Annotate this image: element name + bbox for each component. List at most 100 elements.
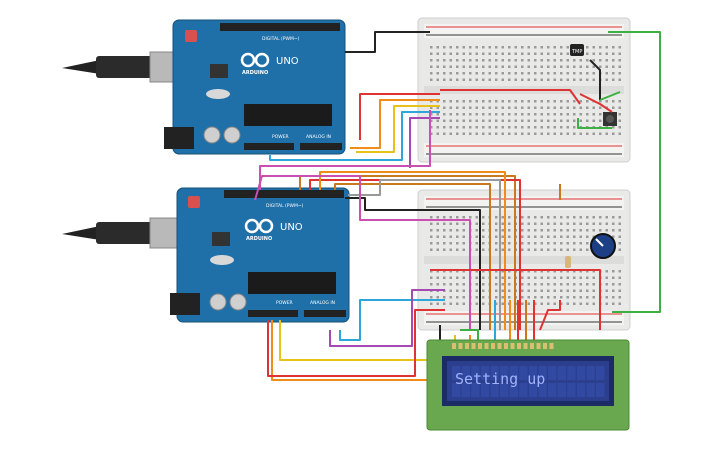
breadboard-hole xyxy=(462,222,465,225)
breadboard-hole xyxy=(618,296,621,299)
breadboard-hole xyxy=(573,296,576,299)
breadboard-hole xyxy=(508,270,511,273)
breadboard-hole xyxy=(579,270,582,273)
breadboard-hole xyxy=(482,229,485,232)
breadboard-hole xyxy=(462,65,465,68)
digital-label: DIGITAL (PWM~) xyxy=(262,36,300,42)
breadboard-hole xyxy=(540,65,543,68)
breadboard-hole xyxy=(430,119,433,122)
lcd-cell xyxy=(490,366,499,380)
breadboard-hole xyxy=(618,100,621,103)
breadboard-hole xyxy=(560,216,563,219)
breadboard-hole xyxy=(482,289,485,292)
breadboard-hole xyxy=(579,296,582,299)
breadboard-hole xyxy=(436,132,439,135)
breadboard-hole xyxy=(430,46,433,49)
breadboard-hole xyxy=(612,72,615,75)
breadboard-hole xyxy=(592,46,595,49)
analog-label: ANALOG IN xyxy=(310,300,335,306)
tmp-label: TMP xyxy=(571,49,582,55)
breadboard-hole xyxy=(560,235,563,238)
breadboard-hole xyxy=(449,126,452,129)
breadboard-hole xyxy=(540,296,543,299)
breadboard-hole xyxy=(449,52,452,55)
lcd-cell xyxy=(548,383,557,397)
breadboard-hole xyxy=(579,100,582,103)
lcd-cell xyxy=(500,383,509,397)
lcd-pin xyxy=(465,343,469,349)
breadboard-hole xyxy=(449,242,452,245)
breadboard-hole xyxy=(560,276,563,279)
breadboard-hole xyxy=(488,65,491,68)
lcd-cell xyxy=(528,366,538,380)
breadboard-hole xyxy=(508,222,511,225)
potentiometer[interactable] xyxy=(590,233,616,259)
breadboard-hole xyxy=(560,302,563,305)
breadboard-hole xyxy=(547,113,550,116)
lcd-pin xyxy=(510,343,515,349)
breadboard-hole xyxy=(566,100,569,103)
breadboard-hole xyxy=(527,283,530,286)
breadboard-hole xyxy=(501,52,504,55)
tmp-sensor[interactable]: TMP xyxy=(570,44,584,56)
breadboard-hole xyxy=(488,78,491,81)
breadboard-hole xyxy=(573,302,576,305)
breadboard-hole xyxy=(566,222,569,225)
breadboard-hole xyxy=(573,113,576,116)
breadboard-hole xyxy=(521,46,524,49)
breadboard-hole xyxy=(547,248,550,251)
breadboard-hole xyxy=(560,229,563,232)
breadboard-hole xyxy=(508,289,511,292)
breadboard-hole xyxy=(521,78,524,81)
breadboard-hole xyxy=(508,106,511,109)
breadboard-hole xyxy=(430,106,433,109)
breadboard-hole xyxy=(449,289,452,292)
breadboard-hole xyxy=(592,78,595,81)
breadboard-hole xyxy=(553,119,556,122)
lcd-cell xyxy=(586,383,595,397)
lcd-cell xyxy=(538,366,547,380)
breadboard-hole xyxy=(514,106,517,109)
breadboard-hole xyxy=(592,229,595,232)
breadboard-hole xyxy=(449,235,452,238)
breadboard-hole xyxy=(430,216,433,219)
breadboard-hole xyxy=(534,113,537,116)
breadboard-hole xyxy=(553,242,556,245)
breadboard-hole xyxy=(501,46,504,49)
resistor[interactable] xyxy=(565,256,571,268)
breadboard-hole xyxy=(501,106,504,109)
breadboard-hole xyxy=(560,289,563,292)
breadboard-hole xyxy=(501,289,504,292)
breadboard-hole xyxy=(527,72,530,75)
arduino-uno-bottom[interactable]: UNO ARDUINO DIGITAL (PWM~) POWER ANALOG … xyxy=(62,187,350,323)
breadboard-hole xyxy=(534,302,537,305)
lcd-16x2[interactable]: Setting up xyxy=(426,339,630,431)
breadboard-hole xyxy=(488,52,491,55)
breadboard-hole xyxy=(521,132,524,135)
breadboard-hole xyxy=(475,276,478,279)
breadboard-hole xyxy=(475,132,478,135)
breadboard-hole xyxy=(430,229,433,232)
lcd-cell xyxy=(452,366,461,380)
lcd-cell xyxy=(576,366,586,380)
breadboard-hole xyxy=(579,283,582,286)
breadboard-hole xyxy=(456,119,459,122)
breadboard-hole xyxy=(430,113,433,116)
breadboard-hole xyxy=(540,283,543,286)
arduino-model: UNO xyxy=(276,56,299,67)
breadboard-hole xyxy=(586,216,589,219)
breadboard-hole xyxy=(540,100,543,103)
breadboard-hole xyxy=(456,132,459,135)
lcd-pin xyxy=(549,343,554,349)
breadboard-hole xyxy=(553,270,556,273)
breadboard-hole xyxy=(605,222,608,225)
arduino-uno-top[interactable]: UNO ARDUINO DIGITAL (PWM~) POWER ANALOG … xyxy=(62,19,346,155)
breadboard-hole xyxy=(436,296,439,299)
breadboard-hole xyxy=(534,289,537,292)
pushbutton[interactable] xyxy=(603,112,617,126)
breadboard-hole xyxy=(586,270,589,273)
breadboard-hole xyxy=(540,126,543,129)
breadboard-hole xyxy=(501,119,504,122)
breadboard-hole xyxy=(534,296,537,299)
breadboard-hole xyxy=(475,248,478,251)
